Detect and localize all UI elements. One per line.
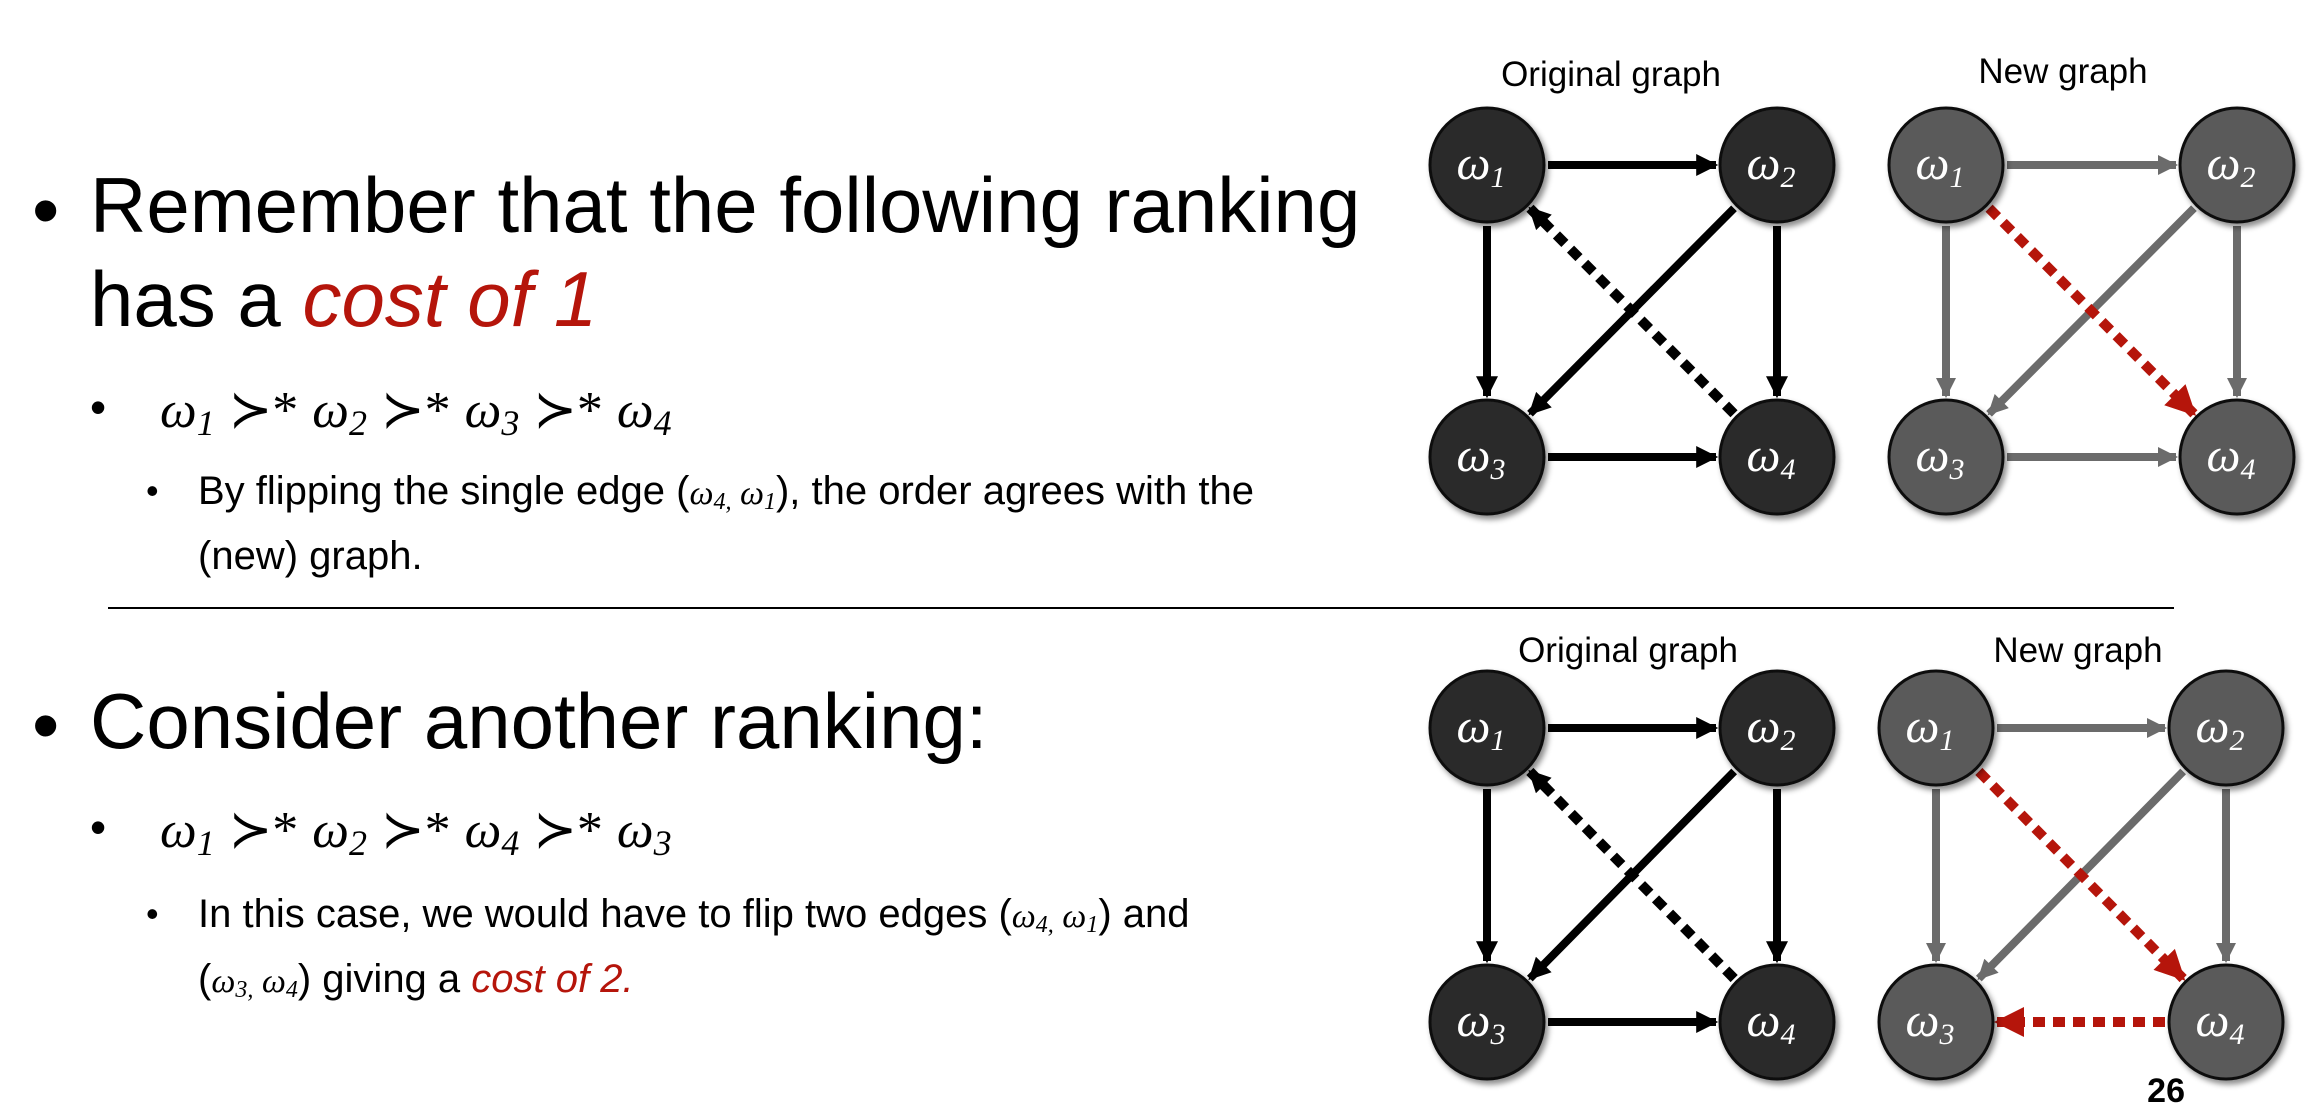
node-w4: ω4 <box>1718 963 1836 1081</box>
node-w3: ω3 <box>1887 398 2005 516</box>
bullet-dot: • <box>32 166 60 254</box>
node-w2: ω2 <box>1718 106 1836 224</box>
page-number: 26 <box>2147 1072 2185 1110</box>
node-w1: ω1 <box>1877 669 1995 787</box>
sub-bullet-dot: • <box>90 381 107 433</box>
svg-text:ω4: ω4 <box>2196 994 2245 1051</box>
svg-text:ω2: ω2 <box>2196 700 2245 757</box>
section1-note-line1: By flipping the single edge (ω4, ω1), th… <box>198 469 1254 515</box>
section1-original-graph-title: Original graph <box>1501 55 1721 94</box>
section2-ranking: ω1≻*ω2≻*ω4≻*ω3 <box>160 802 672 863</box>
node-w4: ω4 <box>2167 963 2285 1081</box>
section2-note-line2: (ω3, ω4) giving a cost of 2. <box>198 957 634 1003</box>
section2-bullet: Consider another ranking: <box>90 677 988 765</box>
section1-bullet: Remember that the following ranking has … <box>90 158 1360 346</box>
node-w2: ω2 <box>2167 669 2285 787</box>
section1-bullet-line1: Remember that the following ranking <box>90 161 1361 249</box>
cost-highlight: cost of 2. <box>471 957 634 1001</box>
node-w1: ω1 <box>1428 669 1546 787</box>
edge-w1-w4 <box>1985 204 2198 418</box>
svg-text:ω3: ω3 <box>1916 429 1965 486</box>
edge-w4-w1: ω4, ω1 <box>689 475 776 515</box>
node-w2: ω2 <box>2178 106 2296 224</box>
svg-text:ω3: ω3 <box>1457 994 1506 1051</box>
svg-text:ω2: ω2 <box>1747 137 1796 194</box>
svg-text:ω1: ω1 <box>1916 137 1965 194</box>
section-divider <box>108 607 2174 609</box>
edge-w4-w1 <box>1526 204 1738 418</box>
section2-note: In this case, we would have to flip two … <box>198 887 1398 1017</box>
edge-w3-w4: ω3, ω4 <box>211 963 298 1003</box>
sub-sub-bullet-dot: • <box>146 893 159 934</box>
section2-new-graph-title: New graph <box>1993 631 2163 670</box>
section1-bullet-line2: has a cost of 1 <box>90 255 598 343</box>
section2-original-graph: ω1 ω2 ω3 ω4 <box>1428 669 1836 1081</box>
svg-text:ω4: ω4 <box>2207 429 2256 486</box>
sub-sub-bullet-dot: • <box>146 470 159 511</box>
section2-original-graph-title: Original graph <box>1518 631 1738 670</box>
section2-note-line1: In this case, we would have to flip two … <box>198 892 1190 938</box>
cost-highlight: cost of 1 <box>302 255 598 343</box>
svg-text:ω2: ω2 <box>1747 700 1796 757</box>
bullet-dot: • <box>32 681 60 769</box>
section1-ranking: ω1≻*ω2≻*ω3≻*ω4 <box>160 382 672 443</box>
svg-text:ω2: ω2 <box>2207 137 2256 194</box>
svg-text:ω3: ω3 <box>1906 994 1955 1051</box>
section2-new-graph: ω1 ω2 ω3 ω4 <box>1877 669 2285 1081</box>
svg-text:ω4: ω4 <box>1747 994 1796 1051</box>
edge-w4-w1: ω4, ω1 <box>1011 898 1099 938</box>
node-w4: ω4 <box>2178 398 2296 516</box>
section1-note: By flipping the single edge (ω4, ω1), th… <box>198 464 1418 583</box>
svg-text:ω3: ω3 <box>1457 429 1506 486</box>
sub-bullet-dot: • <box>90 801 107 853</box>
node-w1: ω1 <box>1428 106 1546 224</box>
node-w4: ω4 <box>1718 398 1836 516</box>
node-w3: ω3 <box>1428 398 1546 516</box>
svg-text:ω1: ω1 <box>1906 700 1955 757</box>
svg-text:ω4: ω4 <box>1747 429 1796 486</box>
section1-note-line2: (new) graph. <box>198 534 423 578</box>
section1-original-graph: ω1 ω2 ω3 ω4 <box>1428 106 1836 516</box>
edge-w4-w1 <box>1526 767 1738 983</box>
section1-new-graph: ω1 ω2 ω3 ω4 <box>1887 106 2296 516</box>
svg-text:ω1: ω1 <box>1457 137 1506 194</box>
svg-text:ω1: ω1 <box>1457 700 1506 757</box>
node-w1: ω1 <box>1887 106 2005 224</box>
edge-w1-w4 <box>1975 767 2187 983</box>
section1-new-graph-title: New graph <box>1978 52 2148 91</box>
node-w3: ω3 <box>1428 963 1546 1081</box>
node-w3: ω3 <box>1877 963 1995 1081</box>
node-w2: ω2 <box>1718 669 1836 787</box>
